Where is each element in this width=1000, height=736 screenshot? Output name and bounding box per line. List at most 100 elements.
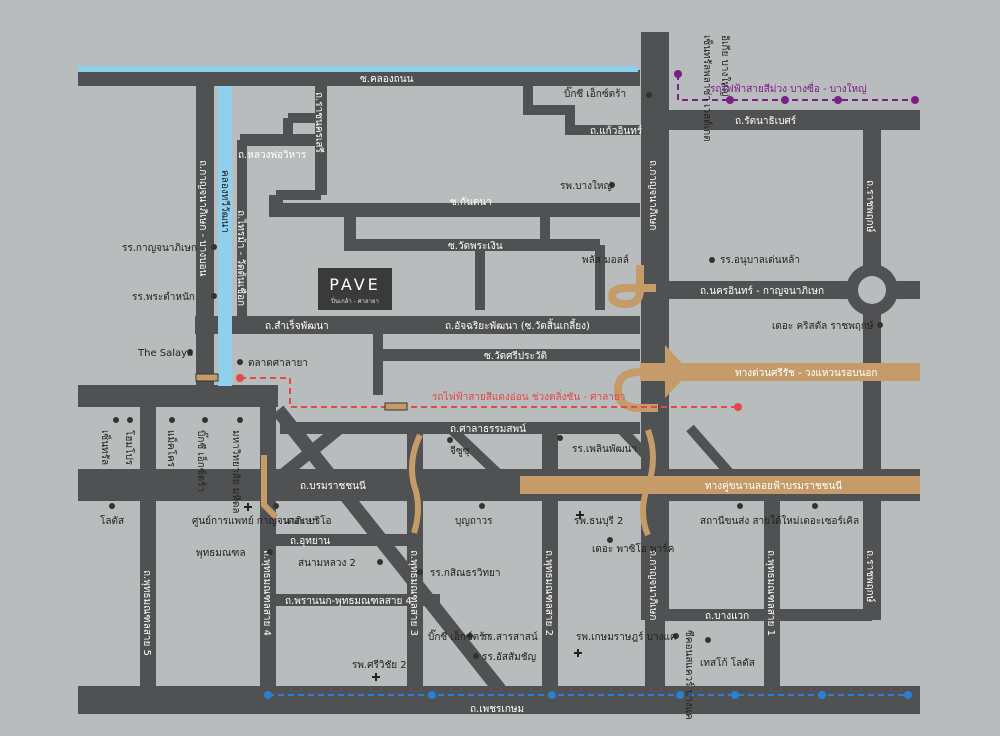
poi-anuban: รร.อนุบาลเด่นหล้า: [720, 254, 800, 266]
label-bang-waek: ถ.บางแวก: [705, 611, 749, 622]
purple-station: [834, 96, 842, 104]
poi-homepro: โฮมโปร: [123, 430, 136, 466]
poi-central-westgate: เซ็นทรัลพลาซ่า เวสต์เกต: [701, 35, 715, 142]
label-utthayan: ถ.อุทยาน: [290, 536, 330, 547]
road-diagonal-d: [686, 424, 744, 489]
canal-thawi-wattana: [218, 86, 232, 386]
purple-station: [781, 96, 789, 104]
blue-station: [264, 691, 272, 699]
blue-station: [676, 691, 684, 699]
hospital-icon: [574, 649, 582, 657]
poi-the-circle: เดอะเซอร์เคิล: [800, 515, 859, 527]
poi-bangyai-hospital: รพ.บางใหญ่: [560, 180, 612, 192]
label-wat-sri-prawat: ซ.วัดศรีประวัติ: [484, 350, 547, 362]
road-diagonal-b: [446, 424, 514, 489]
label-phran-nok: ถ.พรานนก-พุทธมณฑลสาย 4: [285, 596, 412, 607]
poi-kasemrad: รพ.เกษมราษฎร์ บางแค: [576, 631, 677, 643]
poi-kanchana-school: รร.กาญจนาภิเษก: [122, 243, 197, 254]
hospital-icon: [372, 673, 380, 681]
pave-logo-text: PAVE: [329, 275, 381, 294]
label-kanchanaphisek: ถ.กาญจนาภิเษก: [647, 160, 658, 230]
label-srirat: ทางด่วนศรีรัช - วงแหวนรอบนอก: [735, 367, 878, 379]
label-phetkasem: ถ.เพชรเกษม: [470, 704, 524, 715]
roundabout-center: [858, 276, 886, 304]
poi-the-paseo: เดอะ พาซิโอ พาร์ค: [592, 542, 674, 555]
poi-srivichai2: รพ.ศรีวิชัย 2: [352, 659, 407, 671]
road-diagonal-a: [266, 423, 344, 490]
purple-line: [674, 70, 920, 104]
poi-talat-salaya: ตลาดศาลายา: [248, 358, 308, 369]
hospital-icons: [244, 503, 584, 681]
red-station: [236, 374, 244, 382]
purple-station: [911, 96, 919, 104]
label-khlong-thawi: คลองทวีวัฒนา: [219, 170, 231, 233]
label-kanchana: ซ.กันตนา: [450, 197, 492, 208]
label-boromma-elevated: ทางคู่ขนานลอยฟ้าบรมราชชนนี: [705, 480, 842, 492]
poi-kanchana-medical: ศูนย์การแพทย์ กาญจนาภิเษฯ: [192, 515, 317, 527]
label-phutthamonthon-5: ถ.พุทธมณฑลสาย 5: [141, 570, 152, 656]
rail-crossing-icon: [195, 373, 219, 382]
poi-phutthamonthon: พุทธมณฑล: [196, 548, 246, 559]
poi-mahidol: มหาวิทยาลัย มหิดล: [230, 430, 241, 513]
label-red-line: รถไฟฟ้าสายสีแดงอ่อน ช่วงตลิ่งชัน - ศาลาย…: [432, 389, 625, 403]
poi-phra-tamnak: รร.พระตำหนัก: [132, 292, 195, 303]
poi-sanam-luang2: สนามหลวง 2: [298, 558, 356, 569]
ramp-kanchana: [640, 428, 656, 537]
poi-the-salaya: The Salaya: [137, 348, 193, 359]
label-kaeo-in: ถ.แก้วอินทร์: [590, 125, 643, 137]
label-purple-line: รถไฟฟ้าสายสีม่วง บางซื่อ - บางใหญ่: [710, 81, 867, 95]
label-boromma: ถ.บรมราชชนนี: [300, 480, 366, 492]
poi-thonburi2: รพ.ธนบุรี 2: [574, 515, 623, 527]
blue-station: [904, 691, 912, 699]
label-wat-phra-ngoen: ซ.วัดพระเงิน: [448, 241, 503, 252]
purple-station: [726, 96, 734, 104]
expressway-arrow: [665, 345, 690, 398]
poi-saraswat: รร.สารสาสน์: [482, 631, 538, 643]
label-ratchaphruek: ถ.ราชพฤกษ์: [864, 180, 876, 233]
purple-station: [674, 70, 682, 78]
road-diagonal-main: [272, 405, 506, 695]
poi-seacon: ซีคอนสแควร์ บางแค: [683, 630, 695, 720]
label-khlong-thanon: ซ.คลองถนน: [360, 74, 414, 85]
label-left-vertical: ถ.กาญจนาภิเษก - บางบอน: [197, 160, 208, 277]
blue-station: [731, 691, 739, 699]
road-salaya-block: [78, 385, 278, 407]
poi-makro: แม็คโคร: [165, 430, 179, 468]
expressways: [261, 265, 920, 537]
pave-tagline: ปิ่นเกล้า - ศาลายา: [330, 297, 379, 305]
blue-line: [264, 691, 912, 699]
poi-tesco-lotus: เทสโก้ โลตัส: [700, 656, 755, 669]
poi-gsc: จีซูซุ: [450, 445, 470, 457]
road-kaeo-in: [523, 86, 640, 135]
poi-plus-mall: พลัส มอลล์: [582, 254, 629, 266]
label-ratchasrang: ถ.ราชนครเสรี: [313, 92, 325, 153]
poi-big-c-bottom: บิ๊กซี เอ็กซ์ตร้า: [428, 629, 490, 643]
label-atchariya: ถ.อัจฉริยะพัฒนา (ซ.วัดสิ้นเกลี้ยง): [445, 318, 590, 332]
red-station: [734, 403, 742, 411]
label-phutthamonthon-3: ถ.พุทธมณฑลสาย 3: [408, 550, 419, 636]
hospital-icon: [244, 503, 252, 511]
canal-top: [78, 66, 638, 72]
poi-the-bright: เดอะ บริโอ: [284, 514, 332, 527]
road-wat-phra-ngoen: [344, 210, 600, 251]
label-rattanathibet: ถ.รัตนาธิเบศร์: [735, 115, 797, 127]
red-line: [236, 374, 742, 411]
label-phutthamonthon-2: ถ.พุทธมณฑลสาย 2: [543, 550, 554, 636]
poi-central-salaya: เซ็นทรัล: [99, 430, 113, 465]
blue-station: [818, 691, 826, 699]
poi-crystal: เดอะ คริสตัล ราชพฤกษ์: [772, 320, 874, 332]
ramp-nakhon: [607, 265, 656, 309]
hospital-icon: [576, 511, 584, 519]
poi-lotus: โลตัส: [100, 514, 124, 527]
ramp-p3: [409, 433, 423, 534]
poi-layer: [109, 92, 883, 659]
poi-boonthavorn: บุญถาวร: [455, 516, 493, 527]
poi-pelin: รร.เพลินพัฒนา: [572, 444, 637, 455]
label-salathamma: ถ.ศาลาธรรมสพน์: [450, 423, 526, 435]
label-phutthamonthon-1: ถ.พุทธมณฑลสาย 1: [765, 550, 776, 636]
poi-ikea: อิเกีย บางใหญ่: [719, 35, 731, 96]
blue-station: [428, 691, 436, 699]
poi-southern-bus: สถานีขนส่ง สายใต้ใหม่: [700, 515, 799, 527]
